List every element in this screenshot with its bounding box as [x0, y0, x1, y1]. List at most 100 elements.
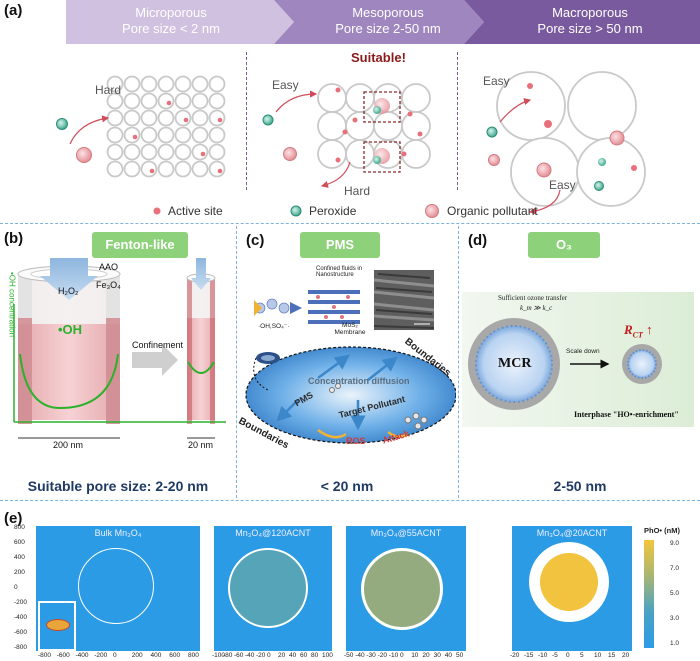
chevron-bar: [66, 0, 700, 44]
colorbar-tick-label: 9.0: [670, 540, 680, 547]
colorbar: [644, 540, 654, 648]
confinement-label: Confinement: [132, 340, 184, 350]
colorbar-tick-label: 5.0: [670, 590, 680, 597]
o3-illustration: [468, 318, 662, 410]
arrow-up-icon: ↑: [646, 322, 653, 337]
x-tick-label: -30: [366, 652, 376, 659]
panel-c-label: (c): [246, 232, 265, 249]
y-tick-label: -600: [14, 629, 28, 636]
x-tick-label: 10: [411, 652, 419, 659]
divider: [236, 226, 237, 498]
y-tick-label: 600: [14, 539, 25, 546]
x-tick-label: 5: [580, 652, 584, 659]
x-tick-label: -20: [256, 652, 266, 659]
y-tick-label: -800: [14, 644, 28, 651]
x-tick-label: 80: [311, 652, 319, 659]
easy-label-3a: Easy: [483, 74, 510, 88]
hard-label-2: Hard: [344, 184, 371, 198]
x-tick-label: 30: [433, 652, 441, 659]
divider: [457, 52, 458, 190]
rct-sub: CT: [632, 330, 643, 340]
divider: [0, 223, 700, 224]
chevron-line2: Pore size > 50 nm: [537, 21, 643, 36]
chevron-microporous: Microporous Pore size < 2 nm: [66, 5, 276, 37]
x-tick-label: -40: [245, 652, 255, 659]
x-tick-label: 60: [300, 652, 308, 659]
kinetics-label: k_m ≫ k_c: [520, 304, 553, 312]
fenton-like-title: Fenton-like: [92, 232, 188, 258]
colorbar-title: PhO• (nM): [644, 526, 680, 535]
chevron-line1: Mesoporous: [352, 5, 424, 20]
pms-illustration: [245, 270, 456, 444]
rct-label: RCT ↑: [624, 322, 653, 340]
aao-label: AAO: [99, 262, 119, 272]
x-tick-label: 200: [131, 652, 143, 659]
x-tick-label: 10: [594, 652, 602, 659]
x-tick-label: -10: [538, 652, 548, 659]
panel-e-label: (e): [4, 510, 23, 527]
y-tick-label: -200: [14, 599, 28, 606]
x-tick-label: 600: [169, 652, 181, 659]
x-tick-label: 0: [267, 652, 271, 659]
x-tick-label: 20: [278, 652, 286, 659]
heatmap-circle: [78, 548, 154, 624]
y-tick-label: 800: [14, 524, 25, 531]
x-tick-label: -5: [552, 652, 558, 659]
x-tick-label: 800: [188, 652, 199, 659]
easy-label: Easy: [272, 78, 299, 92]
hard-label: Hard: [95, 83, 122, 97]
o3-title: O₃: [528, 232, 600, 258]
ozone-transfer-label: Sufficient ozone transfer: [498, 294, 568, 302]
dim-20nm: 20 nm: [188, 440, 214, 450]
heatmap-title: Mn₃O₄@55ACNT: [370, 528, 442, 538]
chevron-line2: Pore size 2-50 nm: [335, 21, 441, 36]
heatmap-title: Mn₃O₄@120ACNT: [235, 528, 311, 538]
x-tick-label: -400: [75, 652, 89, 659]
heatmap-title: Mn₃O₄@20ACNT: [536, 528, 608, 538]
oh-label: •OH: [58, 322, 83, 337]
legend-peroxide: Peroxide: [309, 204, 357, 218]
x-tick-label: -40: [355, 652, 365, 659]
y-tick-label: 400: [14, 554, 25, 561]
mcr-label: MCR: [498, 356, 532, 371]
easy-label-3b: Easy: [549, 178, 576, 192]
chevron-mesoporous: Mesoporous Pore size 2-50 nm: [288, 5, 488, 37]
oh-so4-label: ·OH,SO₄⁻·: [258, 323, 290, 330]
chevron-line2: Pore size < 2 nm: [122, 21, 220, 36]
panel-d-footer: 2-50 nm: [553, 478, 607, 494]
heatmap-title: Bulk Mn₃O₄: [94, 528, 142, 538]
x-tick-label: -600: [56, 652, 70, 659]
conc-diffusion-label: Concentration diffusion: [308, 376, 410, 386]
x-tick-label: 100: [322, 652, 333, 659]
x-tick-label: -20: [377, 652, 387, 659]
heatmap-circle: [361, 548, 443, 630]
chevron-line1: Microporous: [135, 5, 207, 20]
y-tick-label: 200: [14, 569, 25, 576]
x-tick-label: -100: [212, 652, 226, 659]
suitable-label: Suitable!: [351, 50, 406, 65]
chevron-line1: Macroporous: [552, 5, 628, 20]
x-tick-label: 20: [622, 652, 630, 659]
legend-active-site: Active site: [168, 204, 223, 218]
x-tick-label: 0: [113, 652, 117, 659]
y-tick-label: -400: [14, 614, 28, 621]
panel-b-footer: Suitable pore size: 2-20 nm: [27, 478, 209, 494]
heatmap-circle: [228, 548, 308, 628]
x-tick-label: 0: [400, 652, 404, 659]
panel-b-label: (b): [4, 230, 24, 247]
heatmap-circle: [540, 553, 598, 611]
inset-image: [38, 601, 76, 651]
dim-200nm: 200 nm: [53, 440, 84, 450]
confined-label: Confined fluids in Nanostructure: [316, 266, 363, 278]
x-tick-label: 15: [608, 652, 616, 659]
membrane-label: MoS₂ Membrane: [334, 322, 366, 336]
x-tick-label: -20: [510, 652, 520, 659]
x-tick-label: 40: [444, 652, 453, 659]
x-tick-label: -800: [38, 652, 52, 659]
x-tick-label: 40: [289, 652, 297, 659]
divider: [0, 500, 700, 501]
fe3o4-label: Fe₃O₄: [96, 280, 121, 290]
fenton-illustration: [13, 258, 226, 439]
x-tick-label: 20: [422, 652, 430, 659]
oh-axis-label: •OH concentration: [7, 271, 17, 338]
